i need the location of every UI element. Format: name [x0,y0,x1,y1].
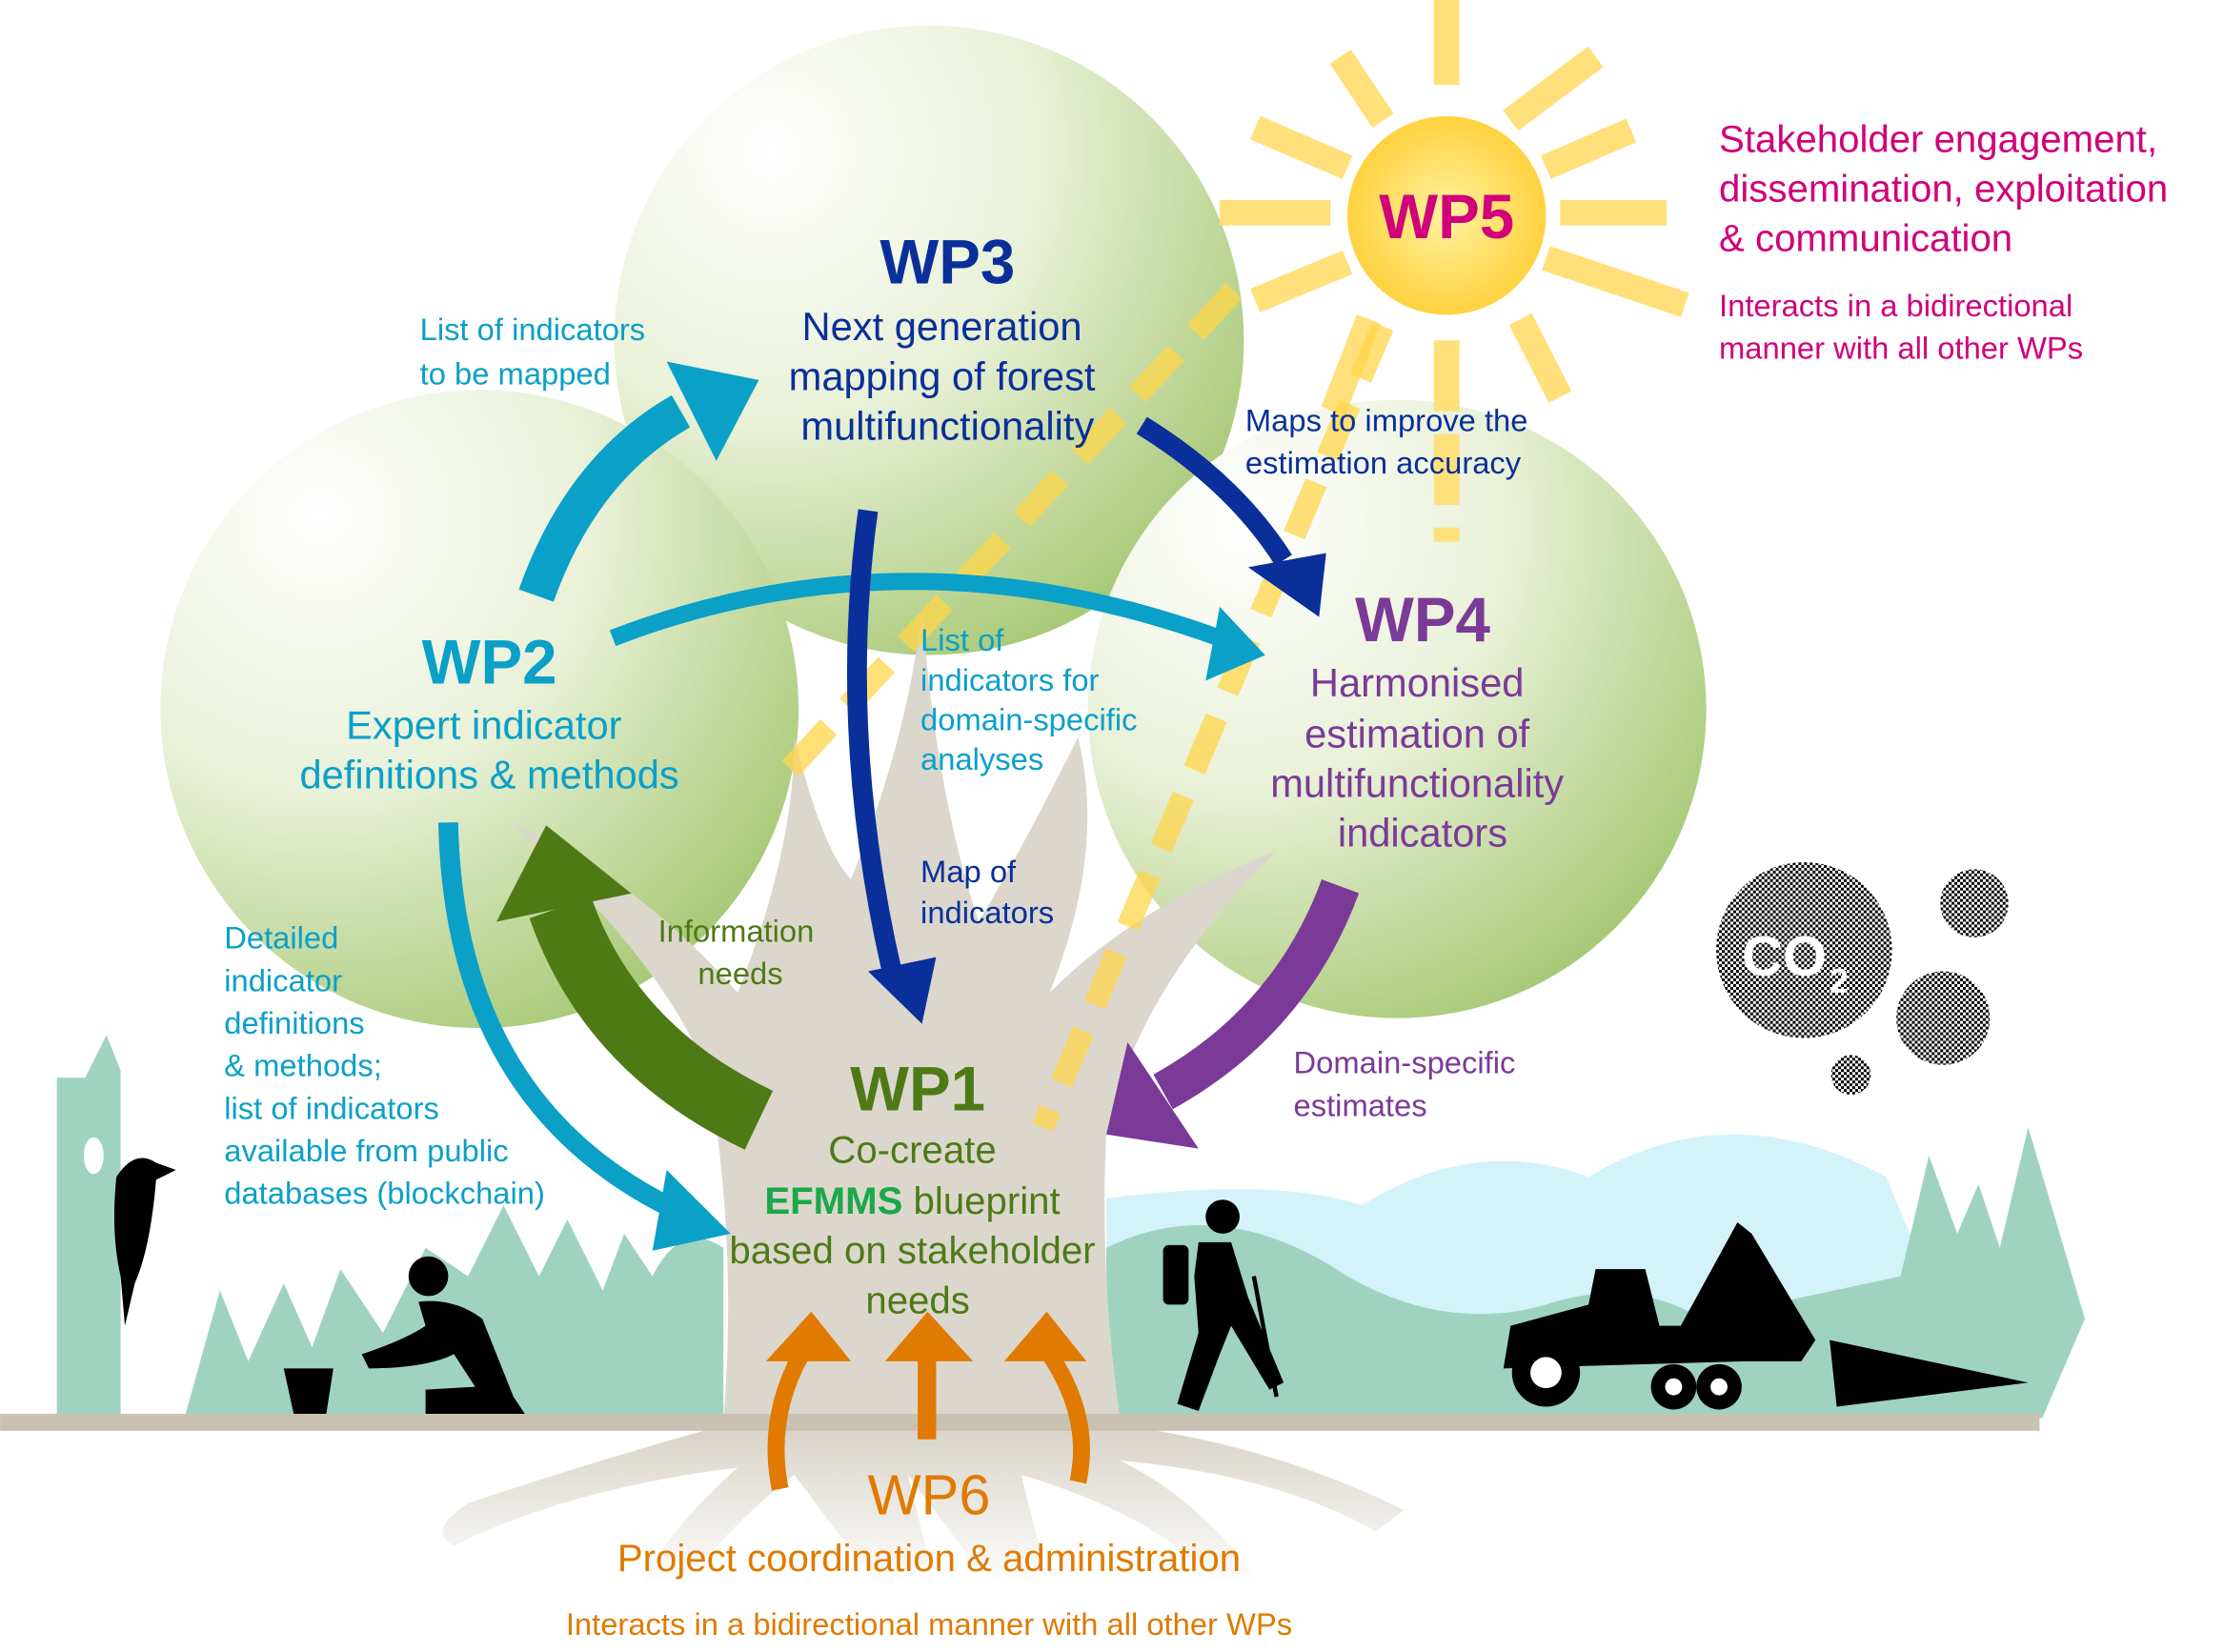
tree-trunk [510,610,1277,1421]
arrow-wp1-to-wp2 [496,825,774,1150]
tree-roots [442,1424,1405,1589]
wp2-crown [160,390,799,1029]
label-wp1-to-wp2: Information needs [658,913,823,991]
ground-line [0,1413,2040,1431]
svg-text:CO: CO [1742,924,1827,988]
label-wp2-to-wp1: Detailed indicator definitions & methods… [224,920,545,1211]
wp2-title: WP2 [422,627,557,696]
hiker-icon [1163,1199,1284,1411]
wp1-title: WP1 [850,1054,985,1123]
label-wp3-to-wp1: Map of indicators [920,854,1054,930]
woodpecker-icon [113,1158,176,1326]
wp5-note: Interacts in a bidirectional manner with… [1719,288,2083,366]
arrow-wp4-to-wp1 [1106,878,1360,1149]
wp5-desc: Stakeholder engagement, dissemination, e… [1719,117,2178,259]
wp6-desc: Project coordination & administration [617,1537,1241,1580]
wp5-title: WP5 [1379,182,1514,252]
wp1-desc: Co-create EFMMS blueprint based on stake… [729,1128,1105,1321]
sun-icon [1220,0,1689,542]
wp3-crown [614,25,1244,655]
wp4-title: WP4 [1355,585,1490,655]
label-wp2-to-wp4: List of indicators for domain-specific a… [920,622,1146,776]
wp6-note: Interacts in a bidirectional manner with… [566,1606,1292,1642]
arrow-wp2-to-wp3 [518,361,759,602]
tree-hole [83,1137,104,1175]
forest-harvester-icon [1503,1222,2029,1410]
label-wp3-to-wp4: Maps to improve the estimation accuracy [1245,402,1537,480]
wp6-title: WP6 [868,1463,991,1527]
planting-person-icon [283,1256,525,1414]
efmms-label: EFMMS [764,1179,902,1222]
wp4-desc: Harmonised estimation of multifunctional… [1270,660,1575,856]
wp2-desc: Expert indicator definitions & methods [299,702,678,796]
wp3-title: WP3 [879,228,1015,297]
svg-text:2: 2 [1830,962,1849,1000]
arrow-wp3-to-wp4 [1136,416,1326,617]
co2-bubbles-icon: CO 2 [1716,861,2009,1096]
arrow-wp2-to-wp1 [438,822,731,1251]
arrow-wp2-to-wp4 [609,573,1265,681]
wp4-crown [1087,399,1707,1018]
label-wp4-to-wp1: Domain-specific estimates [1294,1045,1525,1123]
svg-text:WP3: WP3 [879,228,1015,297]
wp3-desc: Next generation mapping of forest multif… [789,304,1106,448]
wp5-link-dashed [1032,321,1394,1132]
arrows-wp6-up [765,1311,1090,1491]
sun-disc [1347,116,1547,315]
hills-left [56,1035,724,1419]
arrow-wp3-to-wp1 [846,509,937,1024]
label-wp2-to-wp3: List of indicators to be mapped [420,312,655,391]
